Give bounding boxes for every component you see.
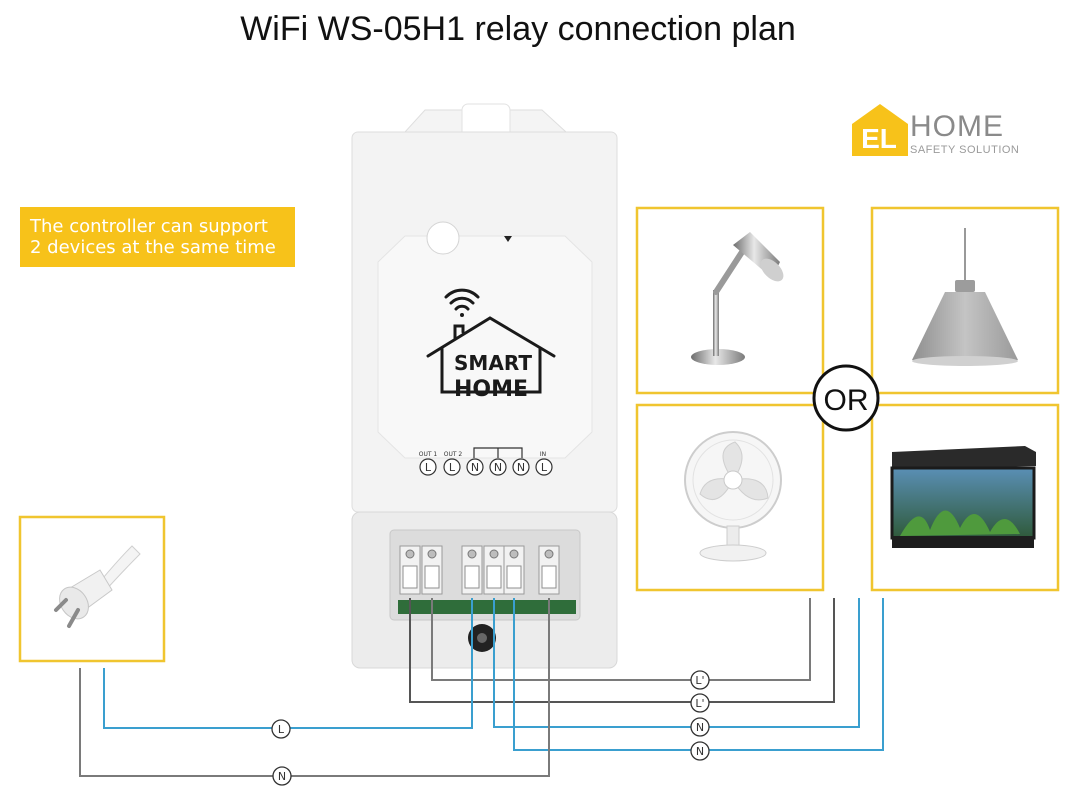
logo-name: HOME [910,110,1004,143]
wire-label-input-live: L [278,723,285,736]
terminal-marker [466,458,484,476]
wire-live-out1 [431,598,811,681]
wire-input-neutral [79,598,550,777]
terminal-marker [419,458,437,476]
wire-live-out2 [409,598,835,703]
terminal-socket [464,565,480,589]
terminal-marker-label: L [425,461,432,474]
aquarium-icon [890,446,1036,548]
terminal-marker-label: L [449,461,456,474]
elhome-logo: EL HOME SAFETY SOLUTION [852,104,1052,160]
terminal-label-in: IN [540,451,546,458]
relay-brand-line2: HOME [454,377,528,402]
smart-home-wifi-icon [426,288,556,394]
page-title: WiFi WS-05H1 relay connection plan [240,10,796,48]
terminal-marker-label: N [494,461,502,474]
device-panel [18,206,1060,663]
logo-house-icon: EL [852,104,908,156]
wire-label-neutral-2: N [696,745,704,758]
terminal-marker [489,458,507,476]
wire-labels: L' L' N N L N [271,670,710,786]
device-box-desk-fan [635,403,825,592]
relay-device: SMART HOME OUT 1 OUT 2 IN L L N N N L [351,103,618,669]
device-box-power-plug [18,515,166,663]
device-box-pendant-lamp [870,206,1060,395]
device-box-aquarium [870,403,1060,592]
wire-label-live-out2: L' [695,697,704,710]
or-separator: OR [812,364,880,432]
terminal-socket [506,565,522,589]
capacity-note: The controller can support 2 devices at … [20,207,295,267]
desk-fan-icon [684,431,782,562]
relay-brand-line1: SMART [454,351,532,375]
terminal-marker [535,458,553,476]
desk-lamp-icon [691,232,784,365]
power-plug-icon [54,545,141,628]
wire-label-neutral-1: N [696,721,704,734]
terminal-screw-icon [467,549,477,559]
or-label: OR [824,384,869,417]
led-indicator-icon [504,236,512,242]
wire-label-input-neutral: N [278,770,286,783]
terminal-socket [486,565,502,589]
terminal-label-out1: OUT 1 [419,451,438,458]
terminal-marker-label: L [541,461,548,474]
terminal-marker-label: N [517,461,525,474]
terminal-screw-icon [405,549,415,559]
logo-tagline: SAFETY SOLUTION [910,144,1020,156]
terminal-marker [512,458,530,476]
terminal-socket [402,565,418,589]
pendant-lamp-icon [912,228,1018,366]
wire-neutral-1 [493,598,860,728]
terminal-screw-icon [509,549,519,559]
terminal-screw-icon [489,549,499,559]
terminal-socket [541,565,557,589]
relay-button [426,221,460,255]
terminal-label-out2: OUT 2 [444,451,463,458]
logo-mark-text: EL [861,123,897,154]
terminal-marker [443,458,461,476]
terminal-screw-icon [544,549,554,559]
device-box-desk-lamp [635,206,825,395]
wire-label-live-out1: L' [695,674,704,687]
terminal-socket [424,565,440,589]
terminal-marker-label: N [471,461,479,474]
terminal-screw-icon [427,549,437,559]
